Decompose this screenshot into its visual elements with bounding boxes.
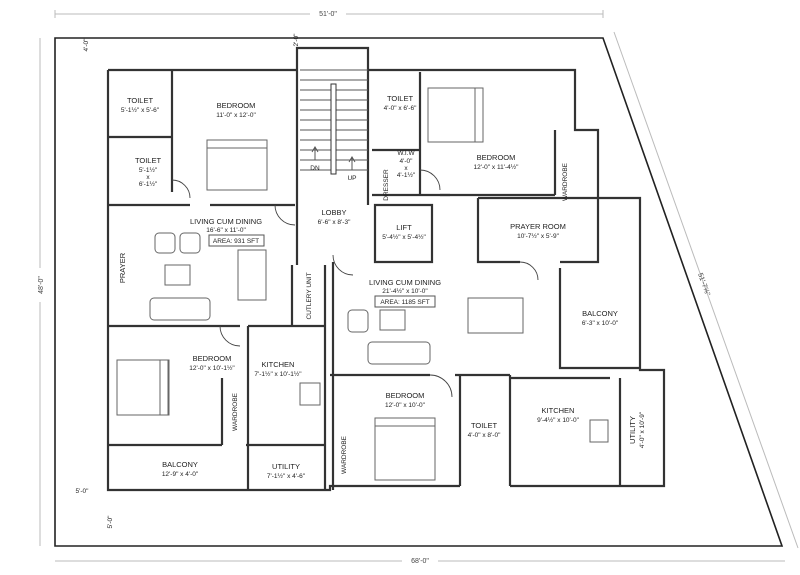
room-name: LOBBY bbox=[321, 208, 346, 217]
room-size: 9'-4½" x 10'-0" bbox=[537, 416, 579, 424]
room-utility-right: UTILITY 4'-0" x 10'-9" bbox=[628, 411, 646, 448]
room-living-dining: LIVING CUM DINING 16'-6" x 11'-0" AREA: … bbox=[190, 217, 265, 247]
room-name: UTILITY bbox=[272, 462, 300, 471]
room-toilet-3: TOILET 4'-0" x 6'-6" bbox=[384, 94, 417, 112]
stair-up-label: UP bbox=[347, 175, 356, 182]
right-unit: TOILET 4'-0" x 6'-6" W.I.W 4'-0" x 4'-1½… bbox=[341, 94, 646, 474]
plot-boundary bbox=[54, 37, 784, 547]
room-size: 4'-1½" bbox=[397, 171, 416, 179]
room-name: PRAYER ROOM bbox=[510, 222, 566, 231]
room-size: 11'-0" x 12'-0" bbox=[216, 112, 256, 119]
room-size: 12'-0" x 10'-0" bbox=[385, 402, 426, 409]
room-name: LIFT bbox=[396, 223, 412, 232]
wardrobe-right-1: WARDROBE bbox=[562, 162, 569, 201]
room-size: 4'-0" x 6'-6" bbox=[384, 105, 417, 112]
room-balcony: BALCONY 12'-9" x 4'-0" bbox=[162, 460, 199, 478]
room-size: 5'-4½" x 5'-4½" bbox=[382, 233, 426, 241]
room-size-x: x bbox=[146, 174, 150, 181]
room-name: TOILET bbox=[127, 96, 154, 105]
left-unit: TOILET 5'-1½" x 5'-6" TOILET 5'-1½" x 6'… bbox=[118, 96, 313, 480]
dim-diagonal: 51'-7⅝" bbox=[696, 272, 711, 297]
room-name: KITCHEN bbox=[262, 360, 295, 369]
dresser: DRESSER bbox=[383, 169, 390, 201]
room-size: 7'-1½" x 10'-1½" bbox=[254, 370, 302, 378]
dim-setback-bottom-v: 5'-0" bbox=[107, 515, 114, 529]
room-name: KITCHEN bbox=[542, 406, 575, 415]
dim-left: 48'-0" bbox=[38, 276, 45, 294]
room-toilet-2: TOILET 5'-1½" x 6'-1½" bbox=[135, 156, 162, 188]
room-size: 4'-0" x 10'-9" bbox=[639, 411, 646, 448]
room-size: 7'-1½" x 4'-6" bbox=[267, 472, 306, 480]
room-size: 12'-0" x 11'-4½" bbox=[474, 163, 520, 171]
room-kitchen-right: KITCHEN 9'-4½" x 10'-0" bbox=[537, 406, 579, 424]
room-lobby: LOBBY 6'-6" x 8'-3" bbox=[318, 208, 351, 226]
room-size: 21'-4½" x 10'-0" bbox=[382, 287, 428, 295]
lift: LIFT 5'-4½" x 5'-4½" bbox=[382, 223, 426, 241]
room-name: BALCONY bbox=[162, 460, 198, 469]
wardrobe-right-2: WARDROBE bbox=[341, 435, 348, 474]
room-size: 4'-0" bbox=[400, 158, 414, 165]
room-bedroom-3: BEDROOM 12'-0" x 11'-4½" bbox=[474, 153, 520, 171]
dim-setback-top-left: 4'-0" bbox=[83, 38, 90, 52]
area-label: AREA: 931 SFT bbox=[213, 238, 259, 245]
room-size: 5'-1½" bbox=[139, 166, 158, 174]
room-size: 10'-7½" x 5'-9" bbox=[517, 232, 559, 240]
room-bedroom-4: BEDROOM 12'-0" x 10'-0" bbox=[385, 391, 426, 409]
room-size: 6'-3" x 10'-0" bbox=[582, 320, 619, 327]
area-label: AREA: 1185 SFT bbox=[380, 299, 429, 306]
room-utility: UTILITY 7'-1½" x 4'-6" bbox=[267, 462, 306, 480]
room-name: BEDROOM bbox=[386, 391, 425, 400]
room-size: 6'-1½" bbox=[139, 180, 158, 188]
room-size: 6'-6" x 8'-3" bbox=[318, 219, 351, 226]
room-size: 16'-6" x 11'-0" bbox=[206, 227, 246, 234]
room-name: TOILET bbox=[135, 156, 162, 165]
room-size: 5'-1½" x 5'-6" bbox=[121, 106, 160, 114]
room-bedroom-1: BEDROOM 11'-0" x 12'-0" bbox=[216, 101, 256, 119]
wardrobe-left: WARDROBE bbox=[232, 392, 239, 431]
walls bbox=[106, 46, 666, 492]
room-prayer: PRAYER bbox=[118, 252, 127, 283]
room-name: UTILITY bbox=[628, 416, 637, 444]
room-toilet-4: TOILET 4'-0" x 8'-0" bbox=[468, 421, 501, 439]
room-toilet-1: TOILET 5'-1½" x 5'-6" bbox=[121, 96, 160, 114]
staircase[interactable]: DN UP bbox=[300, 69, 368, 182]
furniture bbox=[116, 87, 609, 481]
dim-setback-bottom-h: 5'-0" bbox=[76, 488, 90, 495]
stair-dn-label: DN bbox=[310, 165, 320, 172]
room-size: 4'-0" x 8'-0" bbox=[468, 432, 501, 439]
room-size: 12'-0" x 10'-1½" bbox=[189, 364, 235, 372]
room-size-x: x bbox=[404, 165, 408, 172]
room-kitchen: KITCHEN 7'-1½" x 10'-1½" bbox=[254, 360, 302, 378]
doors bbox=[171, 169, 539, 398]
room-name: TOILET bbox=[387, 94, 414, 103]
cutlery-unit: CUTLERY UNIT bbox=[306, 272, 313, 319]
room-name: BALCONY bbox=[582, 309, 618, 318]
room-name: BEDROOM bbox=[193, 354, 232, 363]
walk-in-wardrobe: W.I.W 4'-0" x 4'-1½" bbox=[397, 150, 416, 179]
dim-top: 51'-0" bbox=[319, 11, 337, 18]
room-name: LIVING CUM DINING bbox=[369, 278, 441, 287]
room-name: W.I.W bbox=[397, 150, 415, 157]
room-name: BEDROOM bbox=[477, 153, 516, 162]
room-name: TOILET bbox=[471, 421, 498, 430]
room-bedroom-2: BEDROOM 12'-0" x 10'-1½" bbox=[189, 354, 235, 372]
room-living-dining-right: LIVING CUM DINING 21'-4½" x 10'-0" AREA:… bbox=[369, 278, 441, 308]
dim-setback-top-stair: 2'-0" bbox=[293, 33, 300, 47]
room-name: LIVING CUM DINING bbox=[190, 217, 262, 226]
room-balcony-right: BALCONY 6'-3" x 10'-0" bbox=[582, 309, 619, 327]
dim-bottom: 68'-0" bbox=[411, 558, 429, 565]
room-prayer-room: PRAYER ROOM 10'-7½" x 5'-9" bbox=[510, 222, 566, 240]
room-size: 12'-9" x 4'-0" bbox=[162, 471, 199, 478]
room-name: BEDROOM bbox=[217, 101, 256, 110]
core: LOBBY 6'-6" x 8'-3" LIFT 5'-4½" x 5'-4½" bbox=[318, 208, 427, 241]
